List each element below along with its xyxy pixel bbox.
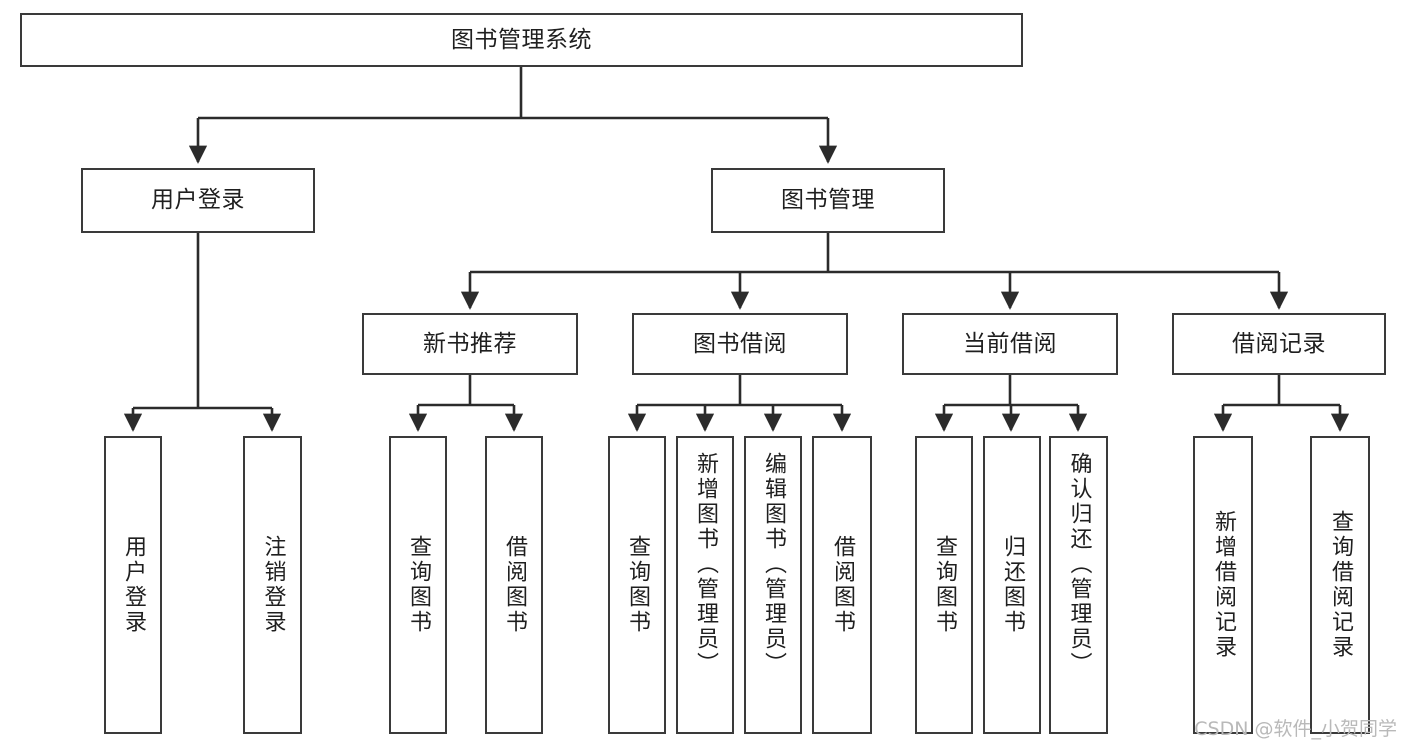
leaf-current-borrow-query[interactable]: 查询图书 bbox=[915, 436, 973, 734]
node-book-borrow[interactable]: 图书借阅 bbox=[632, 313, 848, 375]
leaf-user-login-login[interactable]: 用户登录 bbox=[104, 436, 162, 734]
leaf-book-borrow-borrow[interactable]: 借阅图书 bbox=[812, 436, 872, 734]
node-user-login[interactable]: 用户登录 bbox=[81, 168, 315, 233]
leaf-book-borrow-add[interactable]: 新增图书（管理员） bbox=[676, 436, 734, 734]
leaf-book-borrow-edit[interactable]: 编辑图书（管理员） bbox=[744, 436, 802, 734]
leaf-current-borrow-return[interactable]: 归还图书 bbox=[983, 436, 1041, 734]
leaf-label: 用户登录 bbox=[121, 535, 146, 635]
node-book-manage-label: 图书管理 bbox=[781, 187, 875, 214]
leaf-label: 查询图书 bbox=[406, 535, 431, 635]
node-current-borrow[interactable]: 当前借阅 bbox=[902, 313, 1118, 375]
node-borrow-record[interactable]: 借阅记录 bbox=[1172, 313, 1386, 375]
node-new-book-label: 新书推荐 bbox=[423, 330, 517, 357]
leaf-borrow-record-add[interactable]: 新增借阅记录 bbox=[1193, 436, 1253, 734]
leaf-user-login-logout[interactable]: 注销登录 bbox=[243, 436, 302, 734]
node-root[interactable]: 图书管理系统 bbox=[20, 13, 1023, 67]
leaf-label: 新增借阅记录 bbox=[1211, 510, 1236, 660]
node-root-label: 图书管理系统 bbox=[451, 26, 592, 53]
watermark: CSDN @软件_小贺同学 bbox=[1194, 718, 1397, 740]
leaf-label: 借阅图书 bbox=[830, 535, 855, 635]
leaf-label: 确认归还（管理员） bbox=[1066, 452, 1092, 677]
leaf-label: 归还图书 bbox=[1000, 535, 1025, 635]
leaf-new-book-query[interactable]: 查询图书 bbox=[389, 436, 447, 734]
leaf-label: 注销登录 bbox=[260, 535, 286, 635]
leaf-label: 借阅图书 bbox=[502, 535, 527, 635]
leaf-label: 查询图书 bbox=[932, 535, 957, 635]
leaf-book-borrow-query[interactable]: 查询图书 bbox=[608, 436, 666, 734]
leaf-label: 编辑图书（管理员） bbox=[761, 452, 786, 677]
leaf-current-borrow-confirm[interactable]: 确认归还（管理员） bbox=[1049, 436, 1108, 734]
leaf-new-book-borrow[interactable]: 借阅图书 bbox=[485, 436, 543, 734]
leaf-label: 查询借阅记录 bbox=[1328, 510, 1353, 660]
node-new-book[interactable]: 新书推荐 bbox=[362, 313, 578, 375]
leaf-label: 查询图书 bbox=[625, 535, 650, 635]
node-book-manage[interactable]: 图书管理 bbox=[711, 168, 945, 233]
node-borrow-record-label: 借阅记录 bbox=[1232, 330, 1326, 357]
node-current-borrow-label: 当前借阅 bbox=[963, 330, 1057, 357]
node-book-borrow-label: 图书借阅 bbox=[693, 330, 787, 357]
leaf-borrow-record-query[interactable]: 查询借阅记录 bbox=[1310, 436, 1370, 734]
node-user-login-label: 用户登录 bbox=[151, 187, 245, 214]
leaf-label: 新增图书（管理员） bbox=[693, 452, 718, 677]
